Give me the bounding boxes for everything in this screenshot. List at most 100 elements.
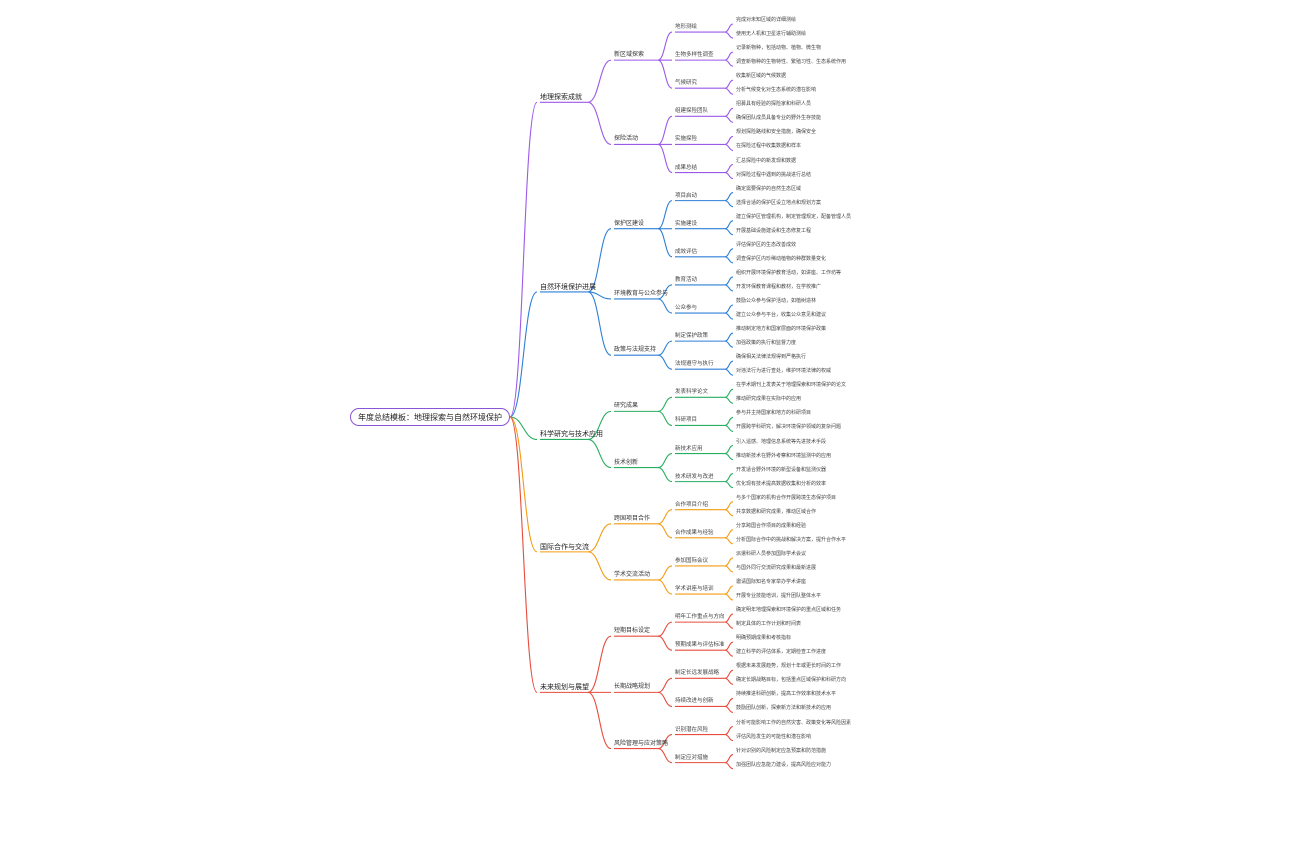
leaf-topic[interactable]: 推动新技术在野外考察和环境监测中的应用 [736,452,832,459]
subtopic-level2[interactable]: 政策与法规支持 [614,346,657,354]
leaf-topic[interactable]: 根据未来发展趋势，规划十年或更长时间的工作 [736,663,842,670]
subtopic-level3[interactable]: 识别潜在风险 [675,726,709,733]
leaf-topic[interactable]: 加强团队应急能力建设，提高风险应对能力 [736,761,832,768]
main-branch-topic[interactable]: 国际合作与交流 [540,542,589,551]
leaf-topic[interactable]: 确定需要保护的自然生态区域 [736,185,802,192]
subtopic-level3[interactable]: 成效评估 [675,248,698,255]
subtopic-level2[interactable]: 研究成果 [614,402,639,410]
leaf-topic[interactable]: 收集新区域的气候数据 [736,73,787,80]
subtopic-level3[interactable]: 预期成果与评估标准 [675,642,725,649]
subtopic-level3[interactable]: 合作成果与经验 [675,529,714,536]
leaf-topic[interactable]: 开展跨学科研究，解决环境保护领域的复杂问题 [736,424,842,431]
main-branch-topic[interactable]: 自然环境保护进展 [540,282,596,291]
subtopic-level2[interactable]: 短期目标设定 [614,627,651,635]
leaf-topic[interactable]: 评估保护区的生态改善成效 [736,241,797,248]
subtopic-level3[interactable]: 学术讲座与培训 [675,586,714,593]
leaf-topic[interactable]: 规划探险路线和安全措施，确保安全 [736,129,817,136]
leaf-topic[interactable]: 鼓励公众参与保护活动，如植树造林 [736,298,817,304]
subtopic-level2[interactable]: 环境教育与公众参与 [614,289,669,297]
leaf-topic[interactable]: 明确预期成果和考核指标 [736,635,792,642]
leaf-topic[interactable]: 完成对未知区域的详细测绘 [736,17,797,23]
leaf-topic[interactable]: 制定具体的工作计划和时间表 [736,621,802,628]
subtopic-level3[interactable]: 科研项目 [675,417,698,424]
leaf-topic[interactable]: 调查新物种的生物特性、繁殖习性、生态系统作用 [736,59,847,66]
leaf-topic[interactable]: 组织开展环境保护教育活动，如讲座、工作坊等 [736,269,842,276]
subtopic-level3[interactable]: 教育活动 [675,276,698,283]
leaf-topic[interactable]: 开展基础设施建设和生态修复工程 [736,227,812,234]
leaf-topic[interactable]: 推动制定地方和国家层面的环境保护政策 [736,326,827,333]
subtopic-level3[interactable]: 实施建设 [675,220,698,227]
leaf-topic[interactable]: 加强政策的执行和监督力度 [736,340,797,347]
subtopic-level3[interactable]: 制定长远发展战略 [675,670,720,677]
subtopic-level3[interactable]: 实施探险 [675,136,698,143]
subtopic-level2[interactable]: 跨国项目合作 [614,514,651,522]
subtopic-level3[interactable]: 生物多样性调查 [675,52,714,59]
subtopic-level2[interactable]: 风险管理与应对策略 [614,739,669,747]
leaf-topic[interactable]: 分析气候变化对生态系统的潜在影响 [736,87,817,94]
subtopic-level3[interactable]: 法规遵守与执行 [675,361,714,368]
leaf-topic[interactable]: 建立保护区管理机构，制定管理规定，配备管理人员 [736,213,852,220]
leaf-topic[interactable]: 确定明年地理探索和环境保护的重点区域和任务 [736,607,842,614]
leaf-topic[interactable]: 确保相关法律法规得到严格执行 [736,354,807,361]
subtopic-level3[interactable]: 制定应对措施 [675,754,709,761]
subtopic-level3[interactable]: 明年工作重点与方向 [675,614,725,621]
leaf-topic[interactable]: 开发环保教育课程和教材，在学校推广 [736,283,822,290]
leaf-topic[interactable]: 在探险过程中收集数据和样本 [736,143,802,150]
leaf-topic[interactable]: 持续推进科研创新，提高工作效率和技术水平 [736,691,837,698]
subtopic-level3[interactable]: 合作项目介绍 [675,501,709,508]
leaf-topic[interactable]: 推动研究成果在实际中的应用 [736,396,802,403]
subtopic-level3[interactable]: 成果总结 [675,164,698,171]
main-branch-topic[interactable]: 未来规划与展望 [540,683,589,692]
leaf-topic[interactable]: 派遣科研人员参加国际学术会议 [736,550,807,557]
subtopic-level3[interactable]: 气候研究 [675,80,698,87]
leaf-topic[interactable]: 开展专业技能培训，提升团队整体水平 [736,593,822,600]
leaf-topic[interactable]: 使用无人机和卫星进行辅助测绘 [736,31,807,38]
main-branch-topic[interactable]: 地理探索成就 [540,93,582,102]
subtopic-level3[interactable]: 新技术应用 [675,445,703,452]
leaf-topic[interactable]: 在学术期刊上发表关于地理探索和环境保护的论文 [736,382,847,389]
leaf-topic[interactable]: 建立科学的评估体系，定期检查工作进度 [736,649,827,656]
root-topic[interactable]: 年度总结模板：地理探索与自然环境保护 [350,408,510,426]
subtopic-level2[interactable]: 学术交流活动 [614,570,651,578]
leaf-topic[interactable]: 对探险过程中遇到的挑战进行总结 [736,171,812,178]
subtopic-level3[interactable]: 参加国际会议 [675,557,709,564]
subtopic-level3[interactable]: 技术研发与改进 [675,473,714,480]
subtopic-level2[interactable]: 探险活动 [614,135,639,143]
subtopic-level3[interactable]: 制定保护政策 [675,333,709,340]
leaf-topic[interactable]: 开发适合野外环境的新型设备和监测仪器 [736,466,827,473]
leaf-topic[interactable]: 评估风险发生的可能性和潜在影响 [736,733,812,740]
main-branch-topic[interactable]: 科学研究与技术应用 [540,430,603,439]
leaf-topic[interactable]: 对违法行为进行查处，维护环境法律的权威 [736,368,832,375]
subtopic-level3[interactable]: 发表科学论文 [675,389,709,396]
leaf-topic[interactable]: 分析国际合作中的挑战和解决方案，提升合作水平 [736,536,847,543]
leaf-topic[interactable]: 汇总探险中的新发现和数据 [736,157,797,164]
subtopic-level2[interactable]: 新区域探索 [614,51,645,59]
leaf-topic[interactable]: 确保团队成员具备专业的野外生存技能 [736,115,822,122]
leaf-topic[interactable]: 引入遥感、地理信息系统等先进技术手段 [736,438,827,445]
leaf-topic[interactable]: 建立公众参与平台，收集公众意见和建议 [736,312,827,319]
leaf-topic[interactable]: 记录新物种，包括动物、植物、微生物 [736,45,822,52]
leaf-topic[interactable]: 鼓励团队创新，探索新方法和新技术的应用 [736,705,832,712]
leaf-topic[interactable]: 选择合适的保护区设立地点和规划方案 [736,199,822,206]
leaf-topic[interactable]: 分享跨国合作项目的成果和经验 [736,522,807,529]
leaf-topic[interactable]: 优化现有技术提高数据收集和分析的效率 [736,480,827,487]
subtopic-level2[interactable]: 长期战略规划 [614,683,651,691]
subtopic-level3[interactable]: 组建探险团队 [675,108,709,115]
leaf-topic[interactable]: 针对识别的风险制定应急预案和防范措施 [736,747,827,754]
leaf-topic[interactable]: 邀请国际知名专家举办学术讲座 [736,579,807,585]
leaf-topic[interactable]: 招募具有经验的探险家和科研人员 [736,101,812,108]
subtopic-level3[interactable]: 项目启动 [675,192,698,199]
connector-line [657,691,673,707]
leaf-topic[interactable]: 与多个国家的机构合作开展跨境生态保护项目 [736,494,837,501]
leaf-topic[interactable]: 分析可能影响工作的自然灾害、政策变化等风险因素 [736,719,852,726]
leaf-topic[interactable]: 共享数据和研究成果，推动区域合作 [736,508,817,515]
leaf-topic[interactable]: 调查保护区内珍稀动植物的种群数量变化 [736,255,827,262]
leaf-topic[interactable]: 参与并主持国家和地方的科研项目 [736,410,812,417]
subtopic-level2[interactable]: 保护区建设 [614,219,645,227]
subtopic-level3[interactable]: 持续改进与创新 [675,698,714,705]
subtopic-level3[interactable]: 地形测绘 [675,24,698,31]
subtopic-level2[interactable]: 技术创新 [614,458,639,466]
subtopic-level3[interactable]: 公众参与 [675,305,698,312]
leaf-topic[interactable]: 确定长期战略目标，包括重点区域保护和科研方向 [736,677,847,684]
leaf-topic[interactable]: 与国外同行交流研究成果和最新进展 [736,564,817,571]
